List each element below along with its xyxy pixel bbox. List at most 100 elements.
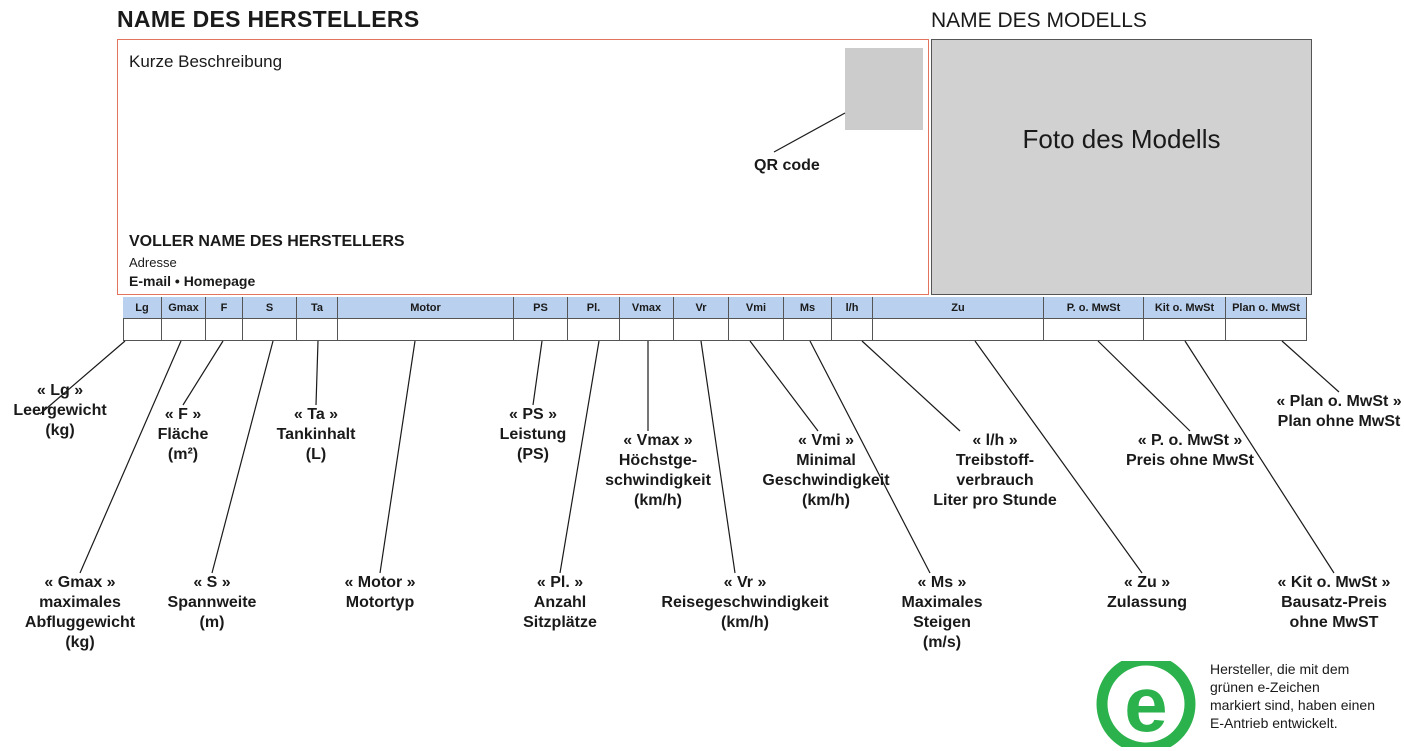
- column-header-f: F: [206, 297, 243, 319]
- column-header-ms: Ms: [784, 297, 832, 319]
- leader-line-pl: [559, 340, 600, 574]
- legend-line: « Plan o. MwSt »: [1276, 393, 1402, 410]
- column-value-cell-vmax: [620, 319, 674, 341]
- legend-line: (km/h): [802, 492, 850, 509]
- leader-line-lg: [39, 340, 126, 415]
- leader-line-vmi: [749, 340, 819, 432]
- legend-line: verbrauch: [956, 472, 1034, 489]
- info-card: [117, 39, 929, 295]
- leader-line-motor: [379, 340, 416, 574]
- legend-line: « Gmax »: [44, 574, 116, 591]
- column-value-cell-s: [243, 319, 297, 341]
- legend-line: « Vmi »: [797, 432, 855, 449]
- legend-label-kit-o-mwst: « Kit o. MwSt » Bausatz-Preis ohne MwST: [1244, 573, 1404, 633]
- column-value-cell-ps: [514, 319, 568, 341]
- legend-line: (kg): [65, 634, 95, 651]
- column-header-p-o-mwst: P. o. MwSt: [1044, 297, 1144, 319]
- column-header-ta: Ta: [297, 297, 338, 319]
- legend-label-motor: « Motor » Motortyp: [290, 573, 470, 613]
- column-value-cell-kit-o-mwst: [1144, 319, 1226, 341]
- legend-line: (m): [199, 614, 225, 631]
- legend-line: Preis ohne MwSt: [1125, 452, 1255, 469]
- legend-line: Plan ohne MwSt: [1277, 413, 1401, 430]
- model-name-heading: NAME DES MODELLS: [931, 9, 1147, 32]
- legend-line: Motortyp: [345, 594, 415, 611]
- model-photo-placeholder: [931, 39, 1312, 295]
- legend-line: Leergewicht: [13, 402, 107, 419]
- legend-line: Höchstge-: [618, 452, 698, 469]
- legend-line: (km/h): [634, 492, 682, 509]
- column-value-cell-plan-o-mwst: [1226, 319, 1307, 341]
- legend-label-vr: « Vr » Reisegeschwindigkeit (km/h): [655, 573, 835, 633]
- legend-line: Minimal: [796, 452, 856, 469]
- column-header-pl: Pl.: [568, 297, 620, 319]
- legend-line: (PS): [517, 446, 549, 463]
- legend-line: (kg): [45, 422, 75, 439]
- column-value-cell-ms: [784, 319, 832, 341]
- legend-line: « PS »: [508, 406, 558, 423]
- legend-line: Tankinhalt: [276, 426, 356, 443]
- leader-line-f: [182, 340, 224, 406]
- legend-label-lg: « Lg »Leergewicht(kg): [0, 381, 150, 441]
- column-value-cell-vmi: [729, 319, 784, 341]
- legend-line: ohne MwST: [1289, 614, 1379, 631]
- e-logo-letter: e: [1124, 661, 1167, 747]
- legend-line: « Kit o. MwSt »: [1277, 574, 1391, 591]
- legend-line: (m/s): [922, 634, 962, 651]
- legend-line: Abfluggewicht: [24, 614, 136, 631]
- legend-line: Zulassung: [1106, 594, 1187, 611]
- legend-line: maximales: [39, 594, 121, 611]
- column-value-cell-lg: [123, 319, 162, 341]
- legend-line: Leistung: [499, 426, 567, 443]
- column-value-cell-motor: [338, 319, 514, 341]
- legend-line: Maximales: [901, 594, 983, 611]
- legend-line: « Vr »: [723, 574, 767, 591]
- leader-line-ms: [809, 340, 931, 574]
- legend-line: Steigen: [913, 614, 971, 631]
- column-header-vmax: Vmax: [620, 297, 674, 319]
- legend-label-ta: « Ta »Tankinhalt(L): [226, 405, 406, 465]
- column-header-gmax: Gmax: [162, 297, 206, 319]
- legend-line: « Ta »: [293, 406, 339, 423]
- e-note-line: grünen e-Zeichen: [1210, 679, 1320, 695]
- legend-line: « Vmax »: [623, 432, 693, 449]
- column-header-s: S: [243, 297, 297, 319]
- column-value-cell-ta: [297, 319, 338, 341]
- column-header-kit-o-mwst: Kit o. MwSt: [1144, 297, 1226, 319]
- legend-line: « P. o. MwSt »: [1137, 432, 1243, 449]
- maker-contact: E-mail • Homepage: [129, 273, 256, 289]
- legend-label-ps: « PS » Leistung (PS): [443, 405, 623, 465]
- qr-code-placeholder: [845, 48, 923, 130]
- legend-line: « Motor »: [344, 574, 416, 591]
- column-value-cell-gmax: [162, 319, 206, 341]
- legend-line: « Ms »: [917, 574, 967, 591]
- legend-line: Geschwindigkeit: [762, 472, 890, 489]
- leader-line-s: [211, 340, 274, 574]
- e-note-line: E-Antrieb entwickelt.: [1210, 715, 1338, 731]
- legend-line: (km/h): [721, 614, 769, 631]
- leader-line-kit-o-mwst: [1184, 340, 1335, 574]
- legend-line: Treibstoff-: [955, 452, 1035, 469]
- column-value-cell-pl: [568, 319, 620, 341]
- legend-label-plan-o-mwst: « Plan o. MwSt » Plan ohne MwSt: [1249, 392, 1404, 432]
- short-description: Kurze Beschreibung: [129, 52, 283, 71]
- column-header-plan-o-mwst: Plan o. MwSt: [1226, 297, 1307, 319]
- legend-line: Bausatz-Preis: [1281, 594, 1387, 611]
- legend-line: « F »: [164, 406, 202, 423]
- leader-line-lh: [861, 340, 961, 432]
- legend-line: Reisegeschwindigkeit: [661, 594, 829, 611]
- column-value-cell-f: [206, 319, 243, 341]
- column-header-ps: PS: [514, 297, 568, 319]
- legend-line: « Zu »: [1123, 574, 1171, 591]
- maker-full-name: VOLLER NAME DES HERSTELLERS: [129, 233, 405, 250]
- legend-line: Anzahl: [533, 594, 587, 611]
- maker-name-heading: NAME DES HERSTELLERS: [117, 6, 420, 32]
- leader-line-zu: [974, 340, 1143, 574]
- legend-line: Liter pro Stunde: [933, 492, 1057, 509]
- leader-line-p-o-mwst: [1097, 340, 1191, 432]
